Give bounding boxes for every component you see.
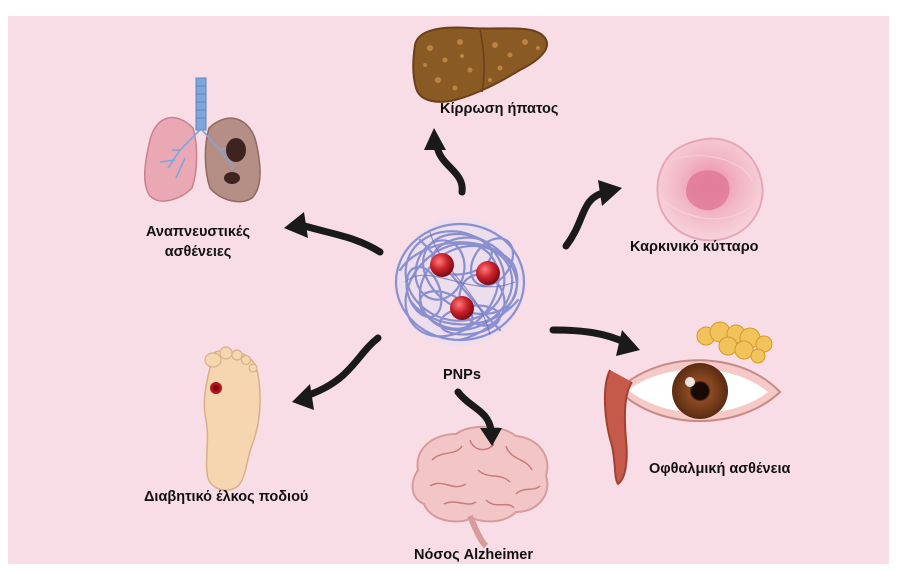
- lungs-illustration: [145, 78, 260, 202]
- pnp-nanoparticle: [387, 218, 531, 356]
- lungs-label-line-1: Αναπνευστικές: [138, 222, 258, 242]
- arrowhead-eye: [616, 330, 640, 356]
- lungs-label: Αναπνευστικές ασθένειες: [138, 222, 258, 262]
- arrow-to-liver: [437, 146, 462, 192]
- arrow-to-brain: [458, 392, 491, 430]
- lungs-label-line-2: ασθένειες: [138, 242, 258, 262]
- eye-disease-label: Οφθαλμική ασθένεια: [649, 459, 790, 479]
- liver-label: Κίρρωση ήπατος: [440, 99, 558, 119]
- lacrimal-gland: [697, 322, 772, 363]
- drug-particle: [450, 296, 474, 320]
- alzheimer-label: Νόσος Alzheimer: [414, 545, 533, 565]
- arrowhead-lungs: [284, 212, 308, 238]
- arrow-to-foot: [306, 338, 378, 396]
- foot-ulcer-label: Διαβητικό έλκος ποδιού: [144, 487, 308, 507]
- arrow-to-eye: [553, 330, 626, 343]
- arrowhead-cancer-cell: [598, 180, 622, 206]
- drug-particle: [476, 261, 500, 285]
- foot-illustration: [204, 347, 260, 490]
- liver-illustration: [413, 28, 547, 102]
- pnps-label: PNPs: [443, 365, 481, 385]
- cancer-cell-illustration: [657, 139, 762, 241]
- arrow-to-cancer-cell: [566, 192, 606, 246]
- arrow-to-lungs: [298, 224, 380, 252]
- cancer-cell-label: Καρκινικό κύτταρο: [630, 237, 759, 257]
- arrowhead-liver: [424, 128, 446, 150]
- brain-illustration: [413, 427, 548, 546]
- arrowhead-foot: [292, 384, 314, 410]
- drug-particle: [430, 253, 454, 277]
